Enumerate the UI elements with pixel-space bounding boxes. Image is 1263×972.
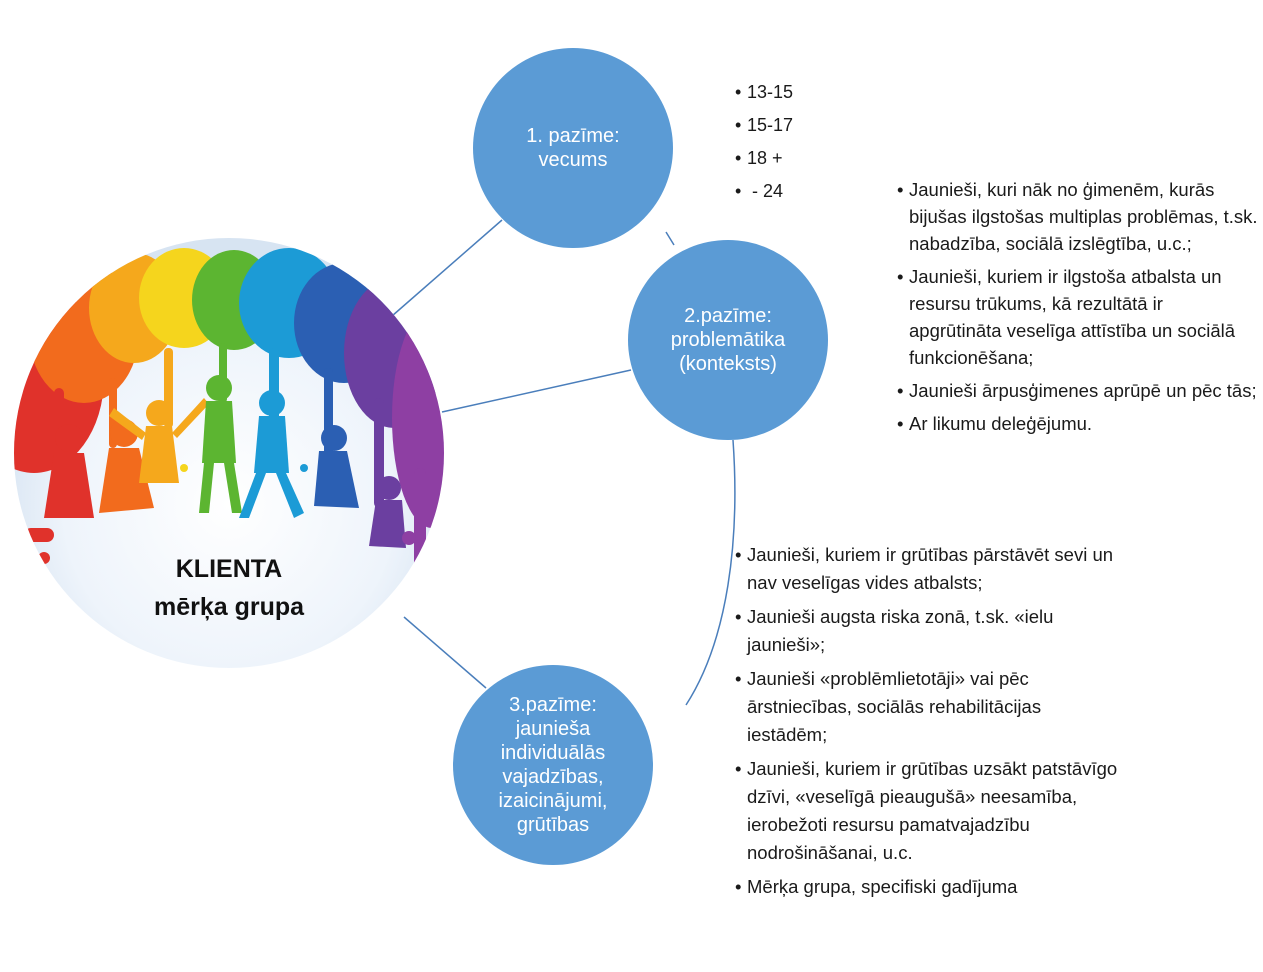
criterion-1-age-node: 1. pazīme: vecums: [473, 48, 673, 248]
list-item: Mērķa grupa, specifiski gadījuma: [735, 873, 1120, 901]
list-item: Jaunieši, kuriem ir grūtības pārstāvēt s…: [735, 541, 1120, 597]
connector-node1-node2: [665, 231, 675, 246]
list-item: 15-17: [735, 109, 855, 142]
criterion-2-context-node: 2.pazīme: problemātika (konteksts): [628, 240, 828, 440]
needs-list: Jaunieši, kuriem ir grūtības pārstāvēt s…: [735, 541, 1120, 907]
list-item: Jaunieši augsta riska zonā, t.sk. «ielu …: [735, 603, 1120, 659]
paint-splash-image: [14, 238, 444, 668]
node-label: jaunieša: [515, 718, 591, 740]
list-item: - 24: [735, 175, 855, 208]
connector-hub-node2: [441, 369, 632, 413]
criterion-3-needs-node: 3.pazīme: jaunieša individuālās vajadzīb…: [453, 665, 653, 865]
connector-node2-node3: [685, 439, 736, 706]
node-label: problemātika: [670, 329, 786, 351]
hub-label: KLIENTA mērķa grupa: [14, 550, 444, 626]
hub-title-line2: mērķa grupa: [153, 593, 305, 621]
list-item: 18 +: [735, 142, 855, 175]
node-label: (konteksts): [679, 353, 777, 375]
list-item: Jaunieši, kuri nāk no ģimenēm, kurās bij…: [897, 176, 1259, 257]
list-item: Ar likumu deleģējumu.: [897, 410, 1259, 437]
list-item: Jaunieši ārpusģimenes aprūpē un pēc tās;: [897, 377, 1259, 404]
client-target-group-hub: KLIENTA mērķa grupa: [14, 238, 444, 668]
list-item: 13-15: [735, 76, 855, 109]
node-label: izaicinājumi,: [498, 790, 608, 812]
node-label: 2.pazīme:: [684, 305, 772, 327]
hub-title-line1: KLIENTA: [175, 555, 283, 583]
node-label: vecums: [538, 149, 608, 171]
node-label: individuālās: [500, 742, 606, 764]
node-label: vajadzības,: [502, 766, 604, 788]
node-label: 1. pazīme:: [526, 125, 620, 147]
list-item: Jaunieši, kuriem ir ilgstoša atbalsta un…: [897, 263, 1259, 371]
age-ranges-list: 13-15 15-17 18 + - 24: [735, 76, 855, 208]
node-label: 3.pazīme:: [509, 694, 597, 716]
list-item: Jaunieši, kuriem ir grūtības uzsākt pats…: [735, 755, 1120, 867]
node-label: grūtības: [516, 814, 590, 836]
context-list: Jaunieši, kuri nāk no ģimenēm, kurās bij…: [897, 176, 1259, 443]
list-item: Jaunieši «problēmlietotāji» vai pēc ārst…: [735, 665, 1120, 749]
